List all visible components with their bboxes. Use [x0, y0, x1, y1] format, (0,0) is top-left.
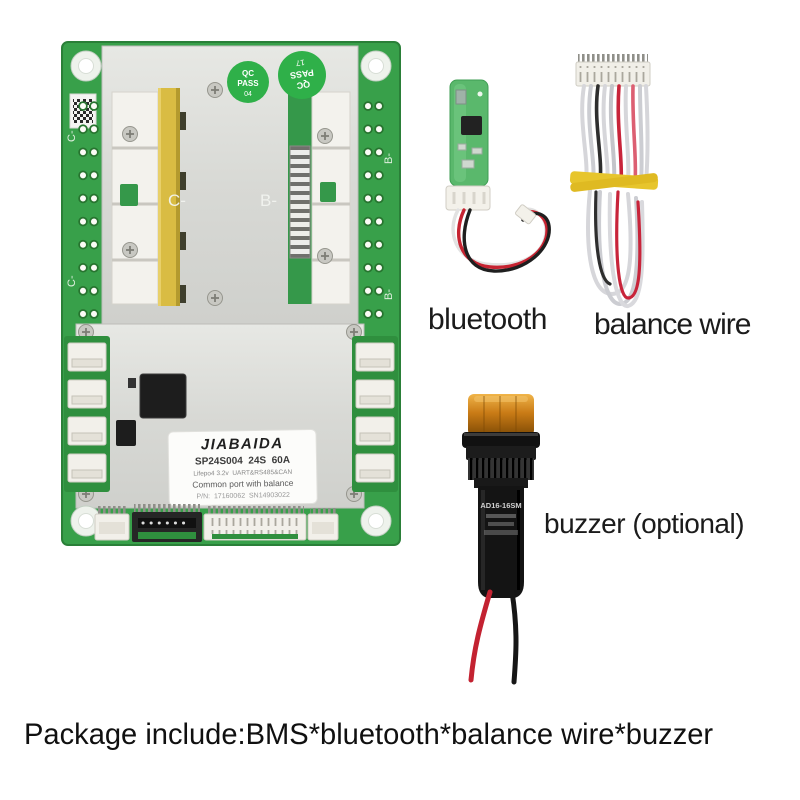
mounting-hole: [70, 505, 102, 537]
buzzer-lens: [468, 394, 534, 436]
qc-text: QC: [296, 79, 311, 91]
silkscreen-c-minus: C-: [66, 275, 78, 287]
jst-connector: [355, 379, 395, 409]
wire-gray: [580, 84, 589, 184]
right-resistor-column: [288, 91, 351, 305]
chemistry-text: Lifepo4 3.2v UART&RS485&CAN: [193, 469, 292, 478]
bottom-connector-row: [94, 504, 339, 542]
bluetooth-plug: [515, 204, 536, 225]
port-type-text: Common port with balance: [192, 478, 294, 490]
jst-connector: [355, 416, 395, 446]
screw: [121, 241, 139, 259]
silkscreen-c-minus: C-: [66, 130, 78, 142]
antenna-component: [455, 89, 467, 105]
bluetooth-chip: [461, 116, 482, 135]
mounting-hole: [360, 50, 392, 82]
wire-loop: [597, 190, 640, 307]
mcu-chip: [139, 373, 187, 419]
qr-code-sticker: [69, 93, 97, 129]
brand-text: JIABAIDA: [201, 435, 284, 453]
small-component: [116, 420, 136, 446]
bluetooth-pcb: [449, 79, 489, 187]
bluetooth-module-photo: [445, 79, 551, 273]
qc-pass-sticker: QC PASS 04: [227, 61, 269, 103]
wire-loop-black: [594, 190, 612, 286]
jst-connector: [67, 379, 107, 409]
jst-connector: [355, 342, 395, 372]
wire-black: [462, 208, 551, 273]
yellow-tie: [569, 171, 659, 192]
wire-black: [509, 589, 519, 685]
buzzer-body-label: AD16-16SM: [480, 501, 522, 535]
qc-pass-sticker: QC PASS 17: [278, 51, 326, 99]
balance-connector: [575, 54, 651, 87]
buzzer-model-text: AD16-16SM: [480, 501, 521, 510]
right-connector-bank: [352, 336, 398, 492]
bms-board-photo: C- C- B- B-: [61, 41, 401, 546]
serial-text: P/N: 17160062 SN14903022: [196, 492, 290, 501]
caption-balance-wire: balance wire: [594, 308, 751, 341]
screw: [316, 127, 334, 145]
caption-bluetooth: bluetooth: [428, 303, 547, 336]
model-text: SP24S004 24S 60A: [195, 455, 290, 468]
green-tab: [320, 182, 336, 202]
wire-black: [594, 84, 603, 184]
balance-wire-photo: [569, 54, 659, 308]
wire-loop-red: [615, 190, 642, 300]
yellow-busbar: [158, 88, 180, 306]
buzzer-nut: [468, 458, 534, 480]
mounting-holes: [70, 50, 392, 537]
qc-text: PASS: [289, 67, 314, 80]
wire-gray: [623, 84, 631, 184]
silkscreen-b-minus: B-: [383, 153, 395, 164]
plate-label-b-minus: B-: [260, 191, 277, 210]
plate-label-c-minus: C-: [168, 191, 186, 210]
wire-gray: [608, 84, 617, 184]
caption-buzzer: buzzer (optional): [544, 508, 745, 539]
product-label-sticker: JIABAIDA SP24S004 24S 60A Lifepo4 3.2v U…: [167, 429, 318, 507]
wire-gray: [644, 84, 650, 184]
qc-text: 17: [295, 58, 306, 68]
qc-text: QC: [242, 69, 254, 78]
mounting-hole: [360, 505, 392, 537]
wire-gray: [587, 84, 596, 185]
silkscreen-b-minus: B-: [383, 289, 395, 300]
qc-text: 04: [244, 91, 252, 98]
jst-connector: [355, 453, 395, 483]
wire-pink: [631, 84, 638, 185]
green-tab: [120, 184, 138, 206]
wire-gray: [638, 84, 644, 184]
jst-connector: [67, 453, 107, 483]
screw: [206, 289, 224, 307]
wire-loop: [586, 188, 633, 297]
screw: [121, 125, 139, 143]
wire-gray: [601, 84, 610, 186]
wire-loop: [607, 192, 645, 308]
package-include-line: Package include:BMS*bluetooth*balance wi…: [24, 718, 714, 751]
screw: [206, 81, 224, 99]
wire-red: [468, 589, 493, 683]
left-connector-bank: [64, 336, 110, 492]
qc-text: PASS: [237, 79, 259, 88]
bluetooth-wire-loop: [451, 207, 551, 273]
mounting-hole: [70, 50, 102, 82]
buzzer-wires: [468, 589, 519, 685]
shunt-resistor-strip: [289, 145, 311, 259]
buzzer-photo: AD16-16SM: [462, 394, 540, 685]
wire-red: [616, 84, 624, 185]
screw: [316, 247, 334, 265]
jst-connector: [67, 416, 107, 446]
small-component: [128, 378, 136, 388]
bluetooth-connector: [445, 185, 491, 211]
balance-wire-bundle: [580, 84, 650, 308]
edge-silkscreen-labels: C- C- B- B-: [66, 130, 395, 300]
left-resistor-column: [111, 88, 186, 306]
jst-connector: [67, 342, 107, 372]
